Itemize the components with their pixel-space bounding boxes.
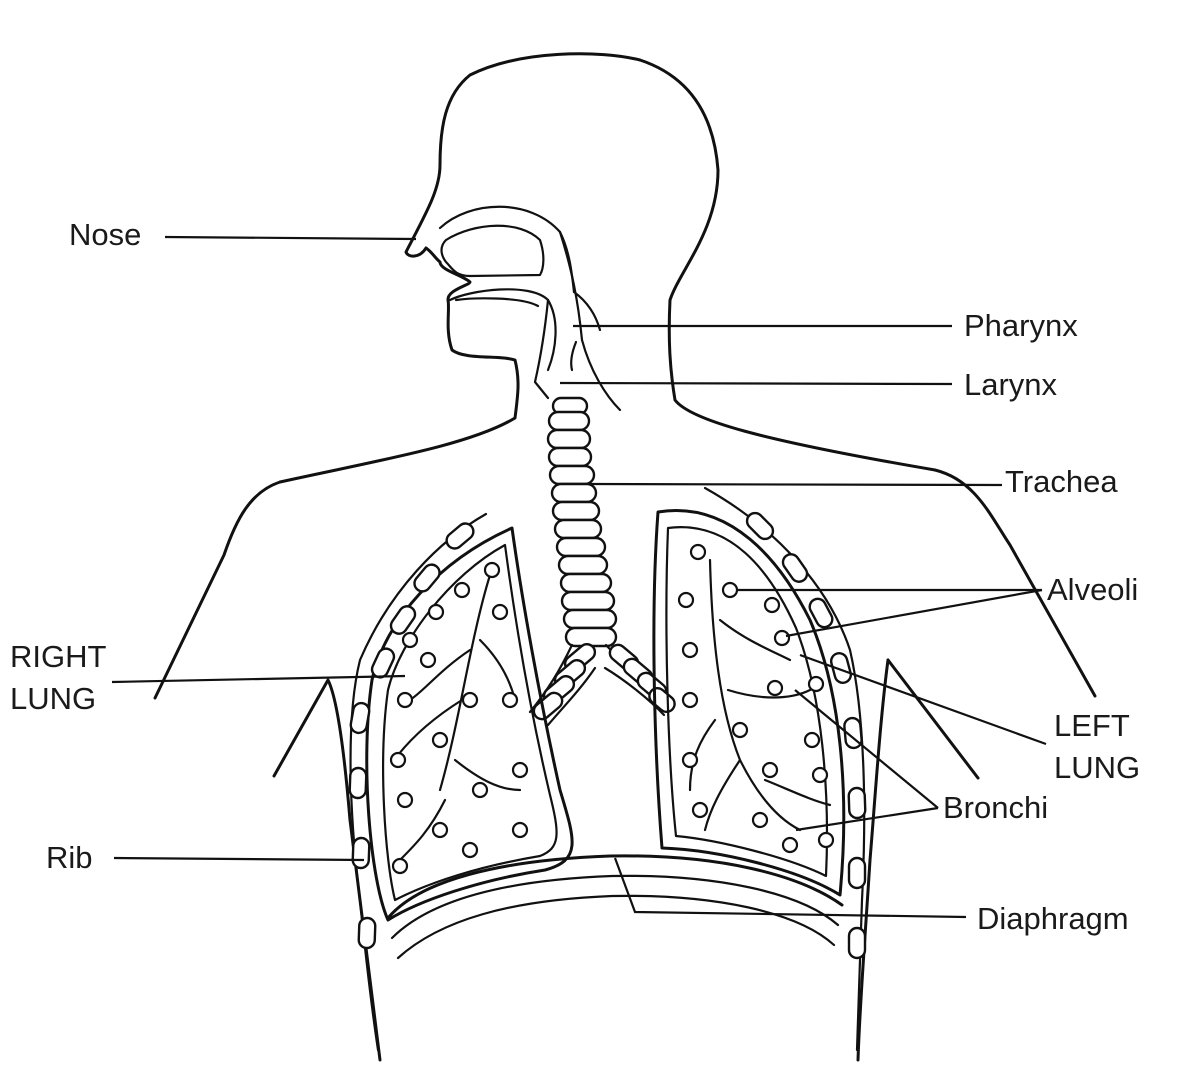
label-left-lung-line2: LUNG xyxy=(1054,747,1140,789)
epiglottis xyxy=(571,342,576,370)
label-right-lung-line1: RIGHT xyxy=(10,636,106,678)
rib-cage xyxy=(274,488,978,1060)
right-lung-leader xyxy=(112,676,405,682)
label-right-lung-line2: LUNG xyxy=(10,678,96,720)
nasal-cavity xyxy=(440,207,574,292)
trachea-leader xyxy=(590,484,1002,485)
bronchi-leader-1 xyxy=(795,690,938,808)
label-larynx: Larynx xyxy=(964,364,1057,406)
label-pharynx: Pharynx xyxy=(964,305,1078,347)
left-lung xyxy=(654,510,844,895)
trachea-rings xyxy=(548,398,616,646)
label-alveoli: Alveoli xyxy=(1047,569,1138,611)
diaphragm-shape xyxy=(388,856,842,958)
label-rib: Rib xyxy=(46,837,93,879)
label-left-lung-line1: LEFT xyxy=(1054,705,1130,747)
label-diaphragm: Diaphragm xyxy=(977,898,1129,940)
label-nose: Nose xyxy=(69,214,141,256)
label-bronchi: Bronchi xyxy=(943,787,1048,829)
bronchi-leader-2 xyxy=(796,808,938,830)
larynx-leader xyxy=(560,383,952,384)
rib-leader xyxy=(114,858,364,860)
right-arm-outline xyxy=(155,482,280,698)
head-outline xyxy=(280,54,935,482)
label-trachea: Trachea xyxy=(1005,461,1118,503)
diaphragm-leader xyxy=(615,858,966,917)
nose-leader xyxy=(165,237,416,239)
